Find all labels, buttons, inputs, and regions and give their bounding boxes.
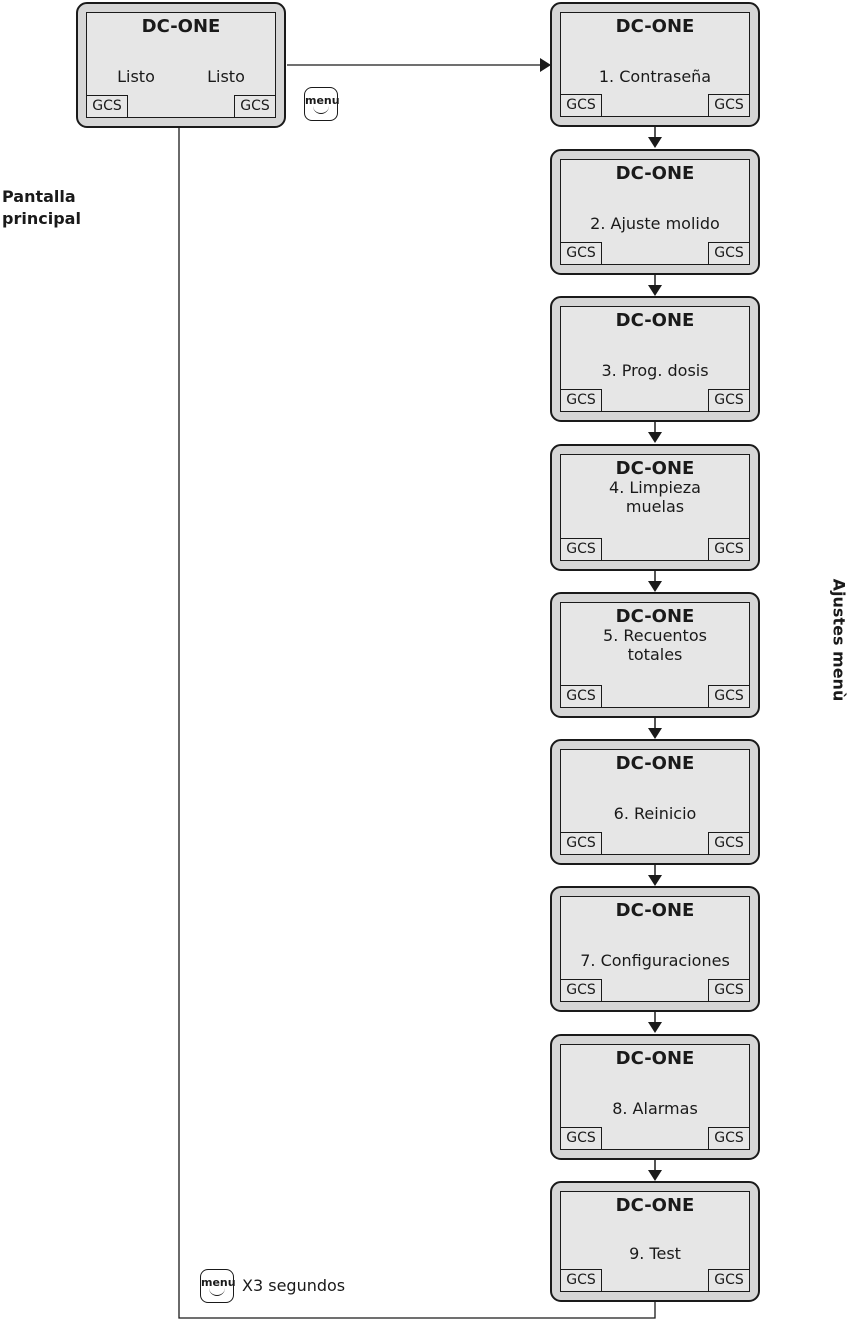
menu-key-label: menu [305, 94, 340, 107]
main-screen-display: DC-ONE Listo Listo GCS GCS [86, 12, 276, 118]
arrowhead-item1 [540, 58, 551, 72]
softkey-right[interactable]: GCS [708, 538, 749, 560]
menu-key-arc [313, 104, 329, 114]
screen-title: DC-ONE [615, 1195, 695, 1216]
arrow-6-7 [648, 865, 662, 886]
menu-item-label: 5. Recuentos [603, 626, 707, 645]
softkey-right[interactable]: GCS [708, 242, 749, 264]
softkey-right[interactable]: GCS [234, 95, 275, 117]
menu-screen-2: DC-ONE 2. Ajuste molido GCS GCS [550, 149, 760, 275]
status-right: Listo [207, 67, 245, 86]
softkey-left[interactable]: GCS [561, 1269, 602, 1291]
menu-screen-5: DC-ONE 5. Recuentos totales GCS GCS [550, 592, 760, 718]
menu-item-label-line2: totales [627, 645, 683, 664]
arrow-1-2 [648, 127, 662, 148]
arrow-8-9 [648, 1160, 662, 1181]
softkey-right[interactable]: GCS [708, 94, 749, 116]
arrow-4-5 [648, 571, 662, 592]
menu-item-label: 6. Reinicio [613, 804, 697, 823]
screen-title: DC-ONE [615, 753, 695, 774]
status-left: Listo [117, 67, 155, 86]
softkey-right[interactable]: GCS [708, 832, 749, 854]
menu-screen-1: DC-ONE 1. Contraseña GCS GCS [550, 2, 760, 127]
softkey-left[interactable]: GCS [561, 832, 602, 854]
menu-screen-7: DC-ONE 7. Configuraciones GCS GCS [550, 886, 760, 1012]
main-screen-label: Pantalla principal [2, 186, 81, 230]
menu-item-label: 2. Ajuste molido [590, 214, 720, 233]
menu-screen-3: DC-ONE 3. Prog. dosis GCS GCS [550, 296, 760, 422]
menu-item-label: 4. Limpieza [609, 478, 701, 497]
screen-title: DC-ONE [615, 310, 695, 331]
screen-title: DC-ONE [615, 900, 695, 921]
menu-item-label: 8. Alarmas [612, 1099, 698, 1118]
menu-screen-6: DC-ONE 6. Reinicio GCS GCS [550, 739, 760, 865]
softkey-right[interactable]: GCS [708, 1269, 749, 1291]
screen-title: DC-ONE [615, 606, 695, 627]
softkey-left[interactable]: GCS [561, 685, 602, 707]
softkey-left[interactable]: GCS [561, 94, 602, 116]
softkey-right[interactable]: GCS [708, 389, 749, 411]
menu-item-label: 7. Configuraciones [580, 951, 730, 970]
softkey-right[interactable]: GCS [708, 1127, 749, 1149]
main-label-line2: principal [2, 209, 81, 228]
screen-title: DC-ONE [615, 163, 695, 184]
screen-title: DC-ONE [141, 16, 221, 37]
softkey-left[interactable]: GCS [561, 242, 602, 264]
arrow-7-8 [648, 1012, 662, 1033]
arrow-2-3 [648, 275, 662, 296]
menu-screen-9: DC-ONE 9. Test GCS GCS [550, 1181, 760, 1302]
softkey-left[interactable]: GCS [561, 389, 602, 411]
softkey-right[interactable]: GCS [708, 685, 749, 707]
screen-title: DC-ONE [615, 458, 695, 479]
menu-screen-8: DC-ONE 8. Alarmas GCS GCS [550, 1034, 760, 1160]
screen-title: DC-ONE [615, 16, 695, 37]
connector-return-loop [178, 128, 656, 1319]
menu-item-label: 3. Prog. dosis [601, 361, 709, 380]
softkey-left[interactable]: GCS [87, 95, 128, 117]
softkey-left[interactable]: GCS [561, 979, 602, 1001]
menu-item-label: 9. Test [629, 1244, 681, 1263]
menu-item-label: 1. Contraseña [598, 67, 712, 86]
main-label-line1: Pantalla [2, 187, 76, 206]
menu-item-label-line2: muelas [625, 497, 685, 516]
screen-title: DC-ONE [615, 1048, 695, 1069]
menu-section-label: Ajustes menù [829, 578, 849, 702]
softkey-right[interactable]: GCS [708, 979, 749, 1001]
menu-key-hold-icon[interactable]: menu [200, 1269, 236, 1303]
hold-duration-note: X3 segundos [242, 1276, 346, 1295]
arrow-3-4 [648, 422, 662, 443]
softkey-left[interactable]: GCS [561, 1127, 602, 1149]
menu-screen-4: DC-ONE 4. Limpieza muelas GCS GCS [550, 444, 760, 571]
main-screen: DC-ONE Listo Listo GCS GCS [76, 2, 286, 128]
menu-key-icon[interactable]: menu [304, 87, 340, 121]
menu-key-arc [209, 1286, 225, 1296]
softkey-left[interactable]: GCS [561, 538, 602, 560]
arrow-5-6 [648, 718, 662, 739]
menu-key-label: menu [201, 1276, 236, 1289]
